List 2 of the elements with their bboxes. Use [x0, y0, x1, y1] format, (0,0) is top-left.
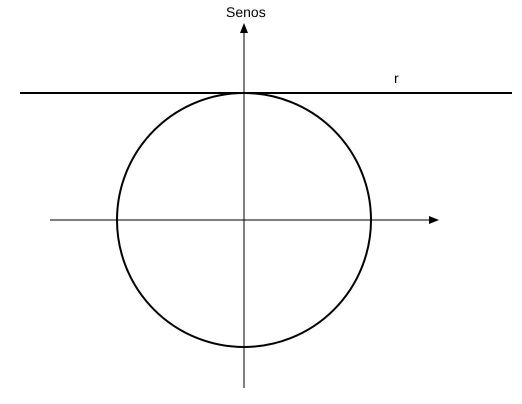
- line-label: r: [394, 70, 399, 86]
- axis-label: Senos: [226, 4, 266, 20]
